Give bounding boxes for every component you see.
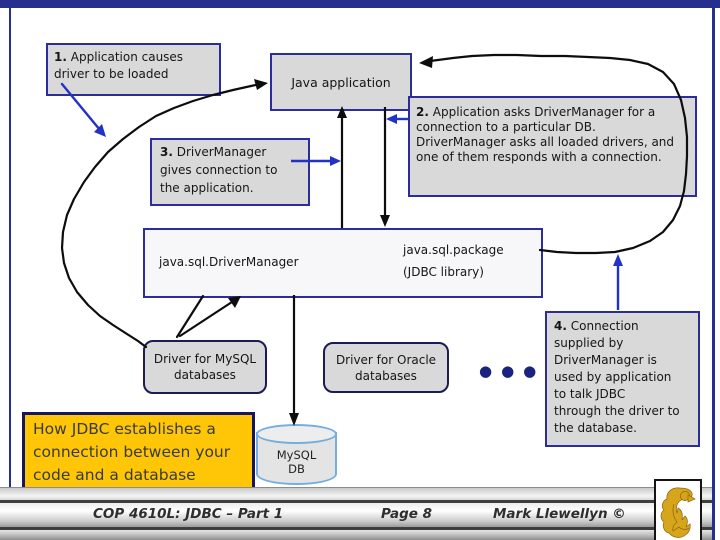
- drivermanager-label: java.sql.DriverManager: [159, 255, 299, 269]
- footer-course-title: COP 4610L: JDBC – Part 1: [93, 506, 284, 522]
- note-line: DriverManager is: [554, 353, 657, 367]
- blue-arrow-note3-head: [330, 156, 341, 166]
- note-1-application-loads-driver: 1. Application causes driver to be loade…: [46, 43, 221, 96]
- note-line: supplied by: [554, 336, 624, 350]
- jdbc-library-box: java.sql.DriverManager java.sql.package …: [143, 228, 543, 298]
- arrow-app-to-library-head: [380, 215, 390, 227]
- mysql-database-cylinder: MySQL DB: [256, 424, 337, 487]
- driver-line: databases: [355, 368, 417, 383]
- note-3-drivermanager-gives-connection: 3. DriverManager gives connection to the…: [150, 138, 310, 206]
- blue-arrow-note4-head: [613, 254, 623, 266]
- note-2-app-asks-drivermanager: 2. Application asks DriverManager for a …: [408, 96, 697, 197]
- slide-caption: How JDBC establishes a connection betwee…: [22, 412, 255, 498]
- freehand-loop-left-arrowhead: [254, 79, 268, 90]
- note-number: 2.: [416, 105, 429, 119]
- slide-left-border: [9, 8, 11, 488]
- note-line: Connection: [570, 319, 639, 333]
- note-line: gives connection to: [160, 163, 278, 177]
- note-line: Application causes: [70, 50, 184, 64]
- note-line: through the driver to: [554, 404, 680, 418]
- caption-line: code and a database: [33, 466, 196, 484]
- driver-line: Driver for Oracle: [335, 352, 437, 367]
- note-line: DriverManager asks all loaded drivers, a…: [416, 135, 675, 149]
- ucf-pegasus-logo-icon: [660, 487, 696, 538]
- footer-page-number: Page 8: [381, 506, 433, 522]
- note-line: DriverManager: [176, 145, 267, 159]
- footer-bar: COP 4610L: JDBC – Part 1 Page 8 Mark Lle…: [0, 487, 713, 540]
- package-label: java.sql.package (JDBC library): [403, 239, 504, 283]
- note-line: Application asks DriverManager for a: [432, 105, 656, 119]
- note-number: 1.: [54, 50, 67, 64]
- blue-arrow-note2-head: [386, 114, 397, 124]
- note-line: used by application: [554, 370, 672, 384]
- freehand-loop-right-arrowhead: [419, 56, 433, 68]
- note-line: one of them responds with a connection.: [416, 150, 662, 164]
- arrow-mysql-driver-to-library-line: [178, 298, 237, 338]
- database-label: MySQL DB: [276, 448, 317, 476]
- mysql-driver-box: Driver for MySQL databases: [143, 340, 267, 394]
- caption-line: connection between your: [33, 443, 231, 461]
- blue-arrow-note1-head: [94, 124, 106, 137]
- footer-author: Mark Llewellyn ©: [493, 506, 626, 522]
- note-number: 3.: [160, 145, 173, 159]
- java-application-label: Java application: [291, 74, 391, 90]
- logo-box: [654, 479, 702, 540]
- note-line: the application.: [160, 181, 254, 195]
- oracle-driver-box: Driver for Oracle databases: [323, 342, 449, 393]
- driver-line: databases: [174, 368, 236, 382]
- note-line: connection to a particular DB.: [416, 120, 596, 134]
- cylinder-top: [256, 424, 337, 444]
- note-number: 4.: [554, 319, 567, 333]
- slide-top-bar: [0, 0, 720, 8]
- note-line: driver to be loaded: [54, 67, 169, 81]
- note-4-connection-used: 4. Connection supplied by DriverManager …: [545, 311, 700, 447]
- more-drivers-ellipsis: ●●●: [479, 362, 546, 380]
- caption-line: How JDBC establishes a: [33, 420, 216, 438]
- package-line: (JDBC library): [403, 265, 484, 279]
- line-library-to-mysql-driver: [175, 294, 205, 339]
- freehand-loop-left: [60, 82, 262, 349]
- slide-right-border: [712, 8, 715, 540]
- driver-line: Driver for MySQL: [153, 352, 257, 366]
- package-line: java.sql.package: [403, 243, 504, 257]
- note-line: to talk JDBC: [554, 387, 626, 401]
- java-application-box: Java application: [270, 53, 412, 111]
- note-line: the database.: [554, 421, 637, 435]
